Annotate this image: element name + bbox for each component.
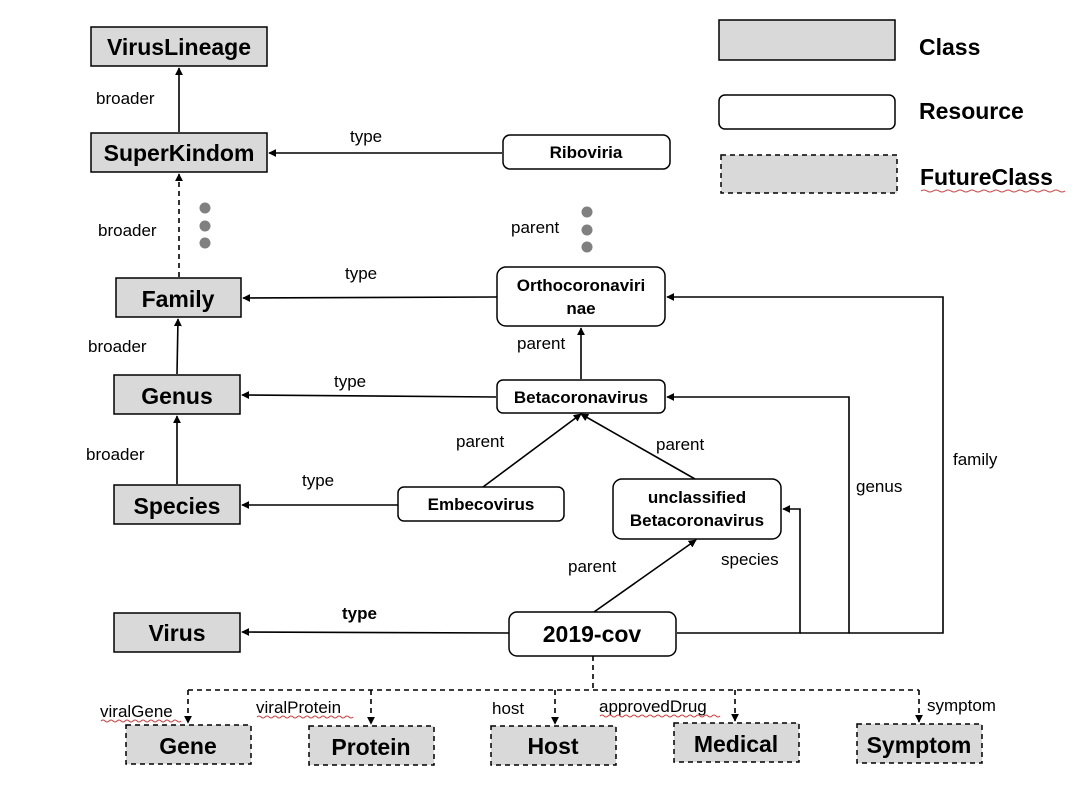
resource-2019-cov: 2019-cov (508, 611, 677, 657)
label-family: family (953, 450, 998, 469)
edge-cov-species (677, 505, 801, 634)
resource-riboviria-label: Riboviria (550, 143, 623, 162)
label-broader-genus: broader (86, 445, 145, 464)
class-virus: Virus (113, 612, 241, 653)
edge-unclassified-parent-beta (580, 413, 696, 480)
resource-unclassified-label-line2: Betacoronavirus (630, 511, 764, 530)
resource-unclassified-label-line1: unclassified (648, 488, 746, 507)
class-species-label: Species (134, 493, 221, 519)
ellipsis-dots-right (581, 206, 593, 253)
futureclass-protein-label: Protein (331, 734, 410, 760)
label-parent-cov: parent (568, 557, 616, 576)
legend-futureclass-swatch (720, 154, 898, 194)
label-type-riboviria: type (350, 127, 382, 146)
class-family: Family (115, 277, 242, 318)
label-broader-lineage: broader (96, 89, 155, 108)
resource-riboviria: Riboviria (502, 134, 671, 170)
futureclass-host: Host (490, 725, 617, 766)
legend-class-label: Class (919, 34, 980, 60)
spellcheck-squiggles (100, 714, 721, 723)
label-genus: genus (856, 477, 902, 496)
edge-beta-type (241, 391, 497, 400)
class-family-label: Family (142, 286, 215, 312)
edge-labels: broader broader broader broader type typ… (86, 89, 998, 721)
label-parent-top: parent (511, 218, 559, 237)
edge-cov-parent-unclassified (593, 539, 697, 613)
futureclass-host-label: Host (527, 733, 578, 759)
label-parent-embe: parent (456, 432, 504, 451)
label-approveddrug: approvedDrug (599, 697, 707, 716)
label-broader-family: broader (88, 337, 147, 356)
ellipsis-dots-left (199, 202, 211, 249)
label-viralgene: viralGene (100, 702, 173, 721)
futureclass-symptom: Symptom (856, 723, 983, 764)
resource-orthocoronavirinae: Orthocoronaviri nae (496, 266, 666, 327)
edge-embe-parent-beta (482, 413, 582, 488)
legend: Class Resource FutureClass (718, 19, 1066, 194)
label-parent-unclassified: parent (656, 435, 704, 454)
label-broader-superkingdom: broader (98, 221, 157, 240)
label-host: host (492, 699, 524, 718)
label-type-ortho: type (345, 264, 377, 283)
class-genus: Genus (113, 374, 241, 415)
futureclass-medical-label: Medical (694, 731, 778, 757)
resource-betacoronavirus: Betacoronavirus (496, 379, 666, 414)
label-species: species (721, 550, 779, 569)
class-super-kingdom: SuperKindom (90, 132, 268, 173)
edge-genus-broader-family (173, 318, 182, 375)
label-symptom: symptom (927, 696, 996, 715)
label-type-beta: type (334, 372, 366, 391)
class-genus-label: Genus (141, 383, 213, 409)
resource-2019-cov-label: 2019-cov (543, 621, 642, 647)
label-type-cov: type (342, 604, 377, 623)
resource-unclassified-betacoronavirus: unclassified Betacoronavirus (612, 478, 782, 540)
edge-ortho-type (242, 293, 498, 302)
legend-resource-swatch (718, 94, 896, 130)
label-type-embe: type (302, 471, 334, 490)
futureclass-gene: Gene (125, 724, 252, 765)
spellcheck-squiggle (920, 189, 1066, 193)
class-virus-label: Virus (148, 620, 205, 646)
futureclass-protein: Protein (308, 725, 435, 766)
class-virus-lineage-label: VirusLineage (107, 34, 251, 60)
legend-class-swatch (718, 19, 896, 61)
resource-embecovirus-label: Embecovirus (428, 495, 535, 514)
class-species: Species (113, 484, 241, 525)
edge-cov-family (666, 293, 944, 634)
class-super-kingdom-label: SuperKindom (104, 140, 255, 166)
legend-futureclass-label: FutureClass (920, 164, 1053, 190)
label-parent-ortho: parent (517, 334, 565, 353)
resource-betacoronavirus-label: Betacoronavirus (514, 388, 648, 407)
resource-orthocoronavirinae-label-line2: nae (566, 299, 595, 318)
edges (173, 67, 944, 725)
futureclass-medical: Medical (673, 722, 800, 763)
futureclass-symptom-label: Symptom (867, 732, 972, 758)
edge-cov-type (241, 628, 510, 637)
resource-orthocoronavirinae-label-line1: Orthocoronaviri (517, 276, 645, 295)
edge-cov-genus (666, 393, 850, 634)
legend-resource-label: Resource (919, 98, 1024, 124)
label-viralprotein: viralProtein (256, 698, 341, 717)
resource-embecovirus: Embecovirus (397, 486, 565, 522)
class-virus-lineage: VirusLineage (90, 26, 268, 67)
futureclass-gene-label: Gene (159, 733, 217, 759)
